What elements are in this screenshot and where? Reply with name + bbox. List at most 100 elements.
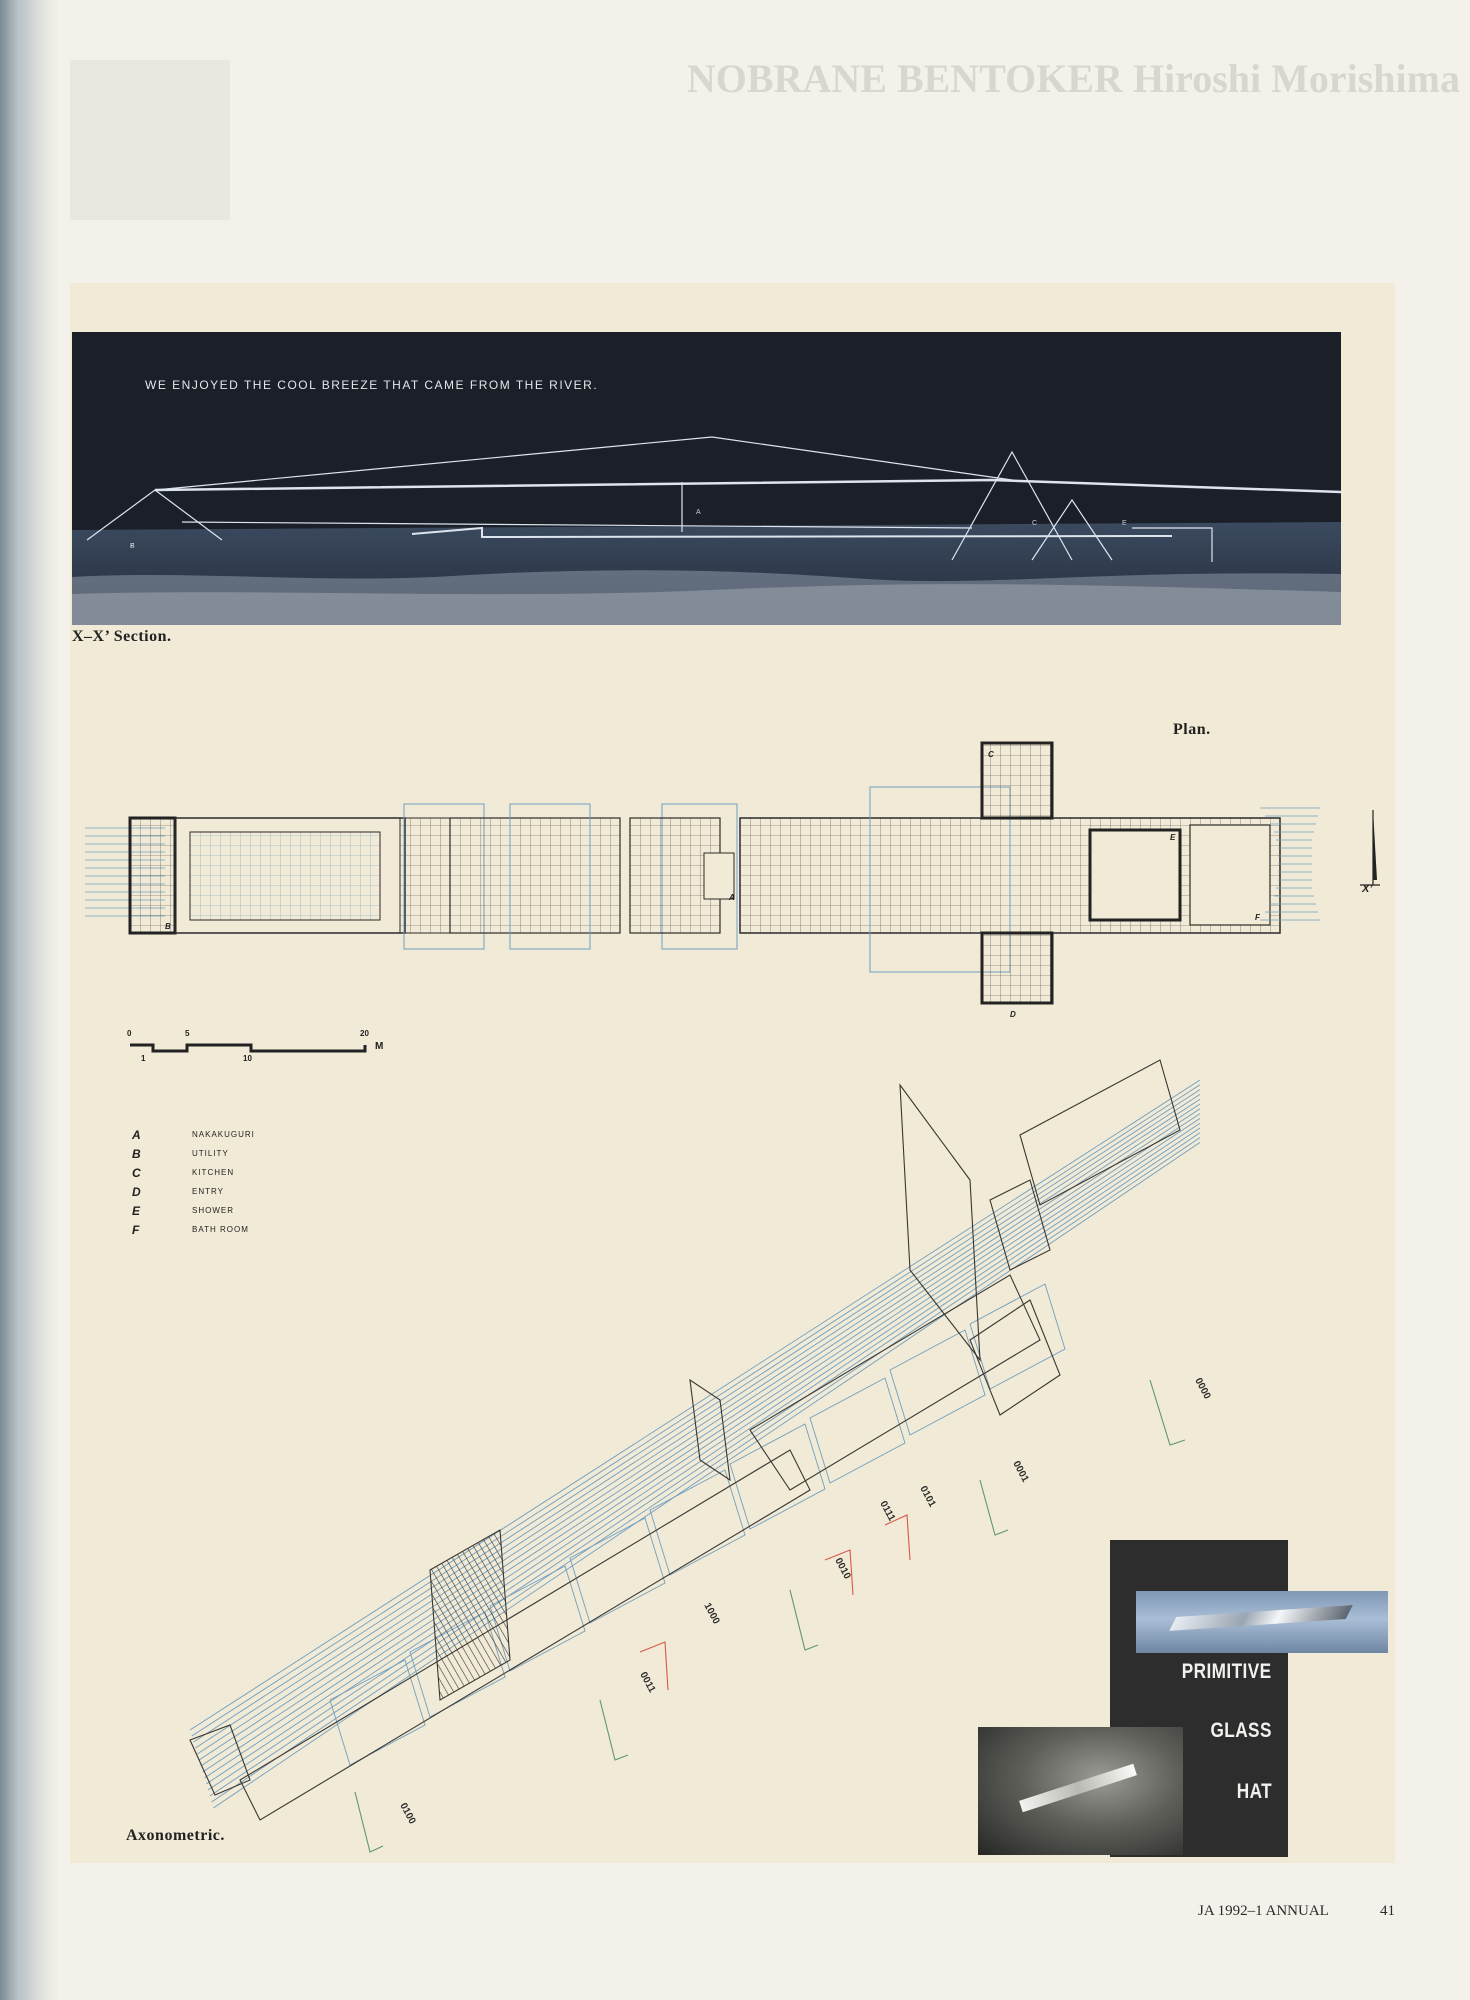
axo-marker-0100 xyxy=(354,1791,384,1853)
section-label: F xyxy=(130,543,134,550)
axo-nakakuguri xyxy=(689,1378,731,1482)
legend-label: SHOWER xyxy=(192,1206,234,1215)
section-title: X–X’ Section. xyxy=(72,628,172,645)
axo-glass-frame xyxy=(569,1517,666,1624)
axo-glass-line xyxy=(204,1118,1201,1779)
scale-tick-label: 1 xyxy=(141,1054,146,1063)
project-title-line: PRIMITIVE xyxy=(1182,1660,1272,1683)
scale-unit: M xyxy=(375,1041,383,1052)
plan-deck-inner xyxy=(189,831,381,921)
section-sand xyxy=(72,584,1341,625)
plan-room-letter: E xyxy=(1170,833,1176,842)
plan-room-letter: D xyxy=(1010,1010,1016,1019)
plan-drawing: A B C D E F X’ xyxy=(85,741,1380,1019)
plan-left-stripes xyxy=(85,827,165,917)
plan-corridor xyxy=(449,817,621,934)
bleed-through-header: NOBRANE BENTOKER Hiroshi Morishima xyxy=(686,56,1460,101)
plan-kitchen xyxy=(980,741,1054,820)
axonometric-title: Axonometric. xyxy=(126,1827,225,1844)
model-photo-bottom xyxy=(978,1727,1183,1855)
axo-code-label: 0011 xyxy=(637,1670,657,1695)
legend-label: KITCHEN xyxy=(192,1168,235,1177)
section-drawing: F A B C E WE ENJOYED THE COOL BREEZE THA… xyxy=(72,332,1341,625)
axo-entry-box xyxy=(969,1299,1061,1416)
axo-code-label: 0000 xyxy=(1192,1376,1212,1401)
legend-row: E SHOWER xyxy=(132,1201,255,1220)
axo-marker-0010 xyxy=(789,1589,819,1651)
axo-glass-frame xyxy=(809,1377,906,1484)
axo-code-label: 0010 xyxy=(832,1556,852,1581)
axo-marker-1000 xyxy=(639,1641,669,1691)
scale-tick-label: 0 xyxy=(127,1029,132,1038)
section-caption: WE ENJOYED THE COOL BREEZE THAT CAME FRO… xyxy=(145,378,599,392)
plan-utility-block xyxy=(128,816,177,935)
axo-stair xyxy=(429,1529,511,1701)
legend-key: D xyxy=(132,1184,141,1199)
legend-label: BATH ROOM xyxy=(192,1225,249,1234)
section-roof-ridge xyxy=(154,436,1013,491)
axo-code-label: 1000 xyxy=(701,1601,721,1626)
section-svg: F A B C E xyxy=(72,436,1341,625)
axo-bath-volume xyxy=(1019,1059,1181,1206)
legend-label: UTILITY xyxy=(192,1149,229,1158)
page-number: 41 xyxy=(1380,1903,1395,1919)
axo-marker-0001 xyxy=(979,1479,1009,1536)
section-bath xyxy=(1132,527,1213,562)
section-label: C xyxy=(1032,520,1037,527)
axo-glass-line xyxy=(196,1098,1201,1755)
section-floor-slab xyxy=(411,526,1173,539)
axo-glass-line xyxy=(205,1122,1201,1785)
axo-glass-frame xyxy=(329,1659,426,1766)
section-floor-line xyxy=(181,521,973,529)
plan-room-letter: F xyxy=(1255,913,1261,922)
plan-section-arrow xyxy=(1373,810,1377,880)
axo-glass-lines xyxy=(189,1079,1201,1809)
model-photo-subject xyxy=(1019,1763,1137,1813)
axo-glass-line xyxy=(207,1127,1201,1791)
publication-name: JA 1992–1 ANNUAL xyxy=(1198,1903,1329,1919)
axo-marker-0011 xyxy=(599,1699,629,1761)
model-photo-top xyxy=(1136,1591,1388,1653)
axo-glass-line xyxy=(213,1142,1201,1809)
axo-glass-line xyxy=(200,1108,1201,1767)
section-label: B xyxy=(130,543,135,550)
plan-section-marker xyxy=(1360,810,1380,886)
bleed-through-block xyxy=(70,60,230,220)
section-right-triangle xyxy=(951,450,1073,561)
axo-glass-line xyxy=(202,1113,1201,1773)
plan-room-letter: B xyxy=(165,922,171,931)
axo-structure xyxy=(189,1059,1181,1821)
axo-marker-0111 xyxy=(824,1549,854,1596)
model-photo-subject xyxy=(1169,1605,1353,1631)
legend-key: A xyxy=(132,1127,141,1142)
section-label: E xyxy=(1122,520,1127,527)
axo-glass-frame xyxy=(729,1423,826,1530)
axo-code-label: 0111 xyxy=(877,1499,897,1523)
axo-marker-0101 xyxy=(884,1514,911,1561)
project-title-line: HAT xyxy=(1236,1780,1272,1803)
axonometric-drawing: 0000 0001 0101 0111 0010 1000 0011 0100 xyxy=(189,1059,1213,1853)
axo-glass-frame xyxy=(889,1329,986,1436)
plan-stair xyxy=(399,817,451,934)
plan-nakakuguri-core xyxy=(703,852,735,900)
scale-bar: 0 5 20 1 10 M xyxy=(127,1029,383,1063)
legend-key: E xyxy=(132,1203,141,1218)
scale-tick-label: 5 xyxy=(185,1029,190,1038)
scale-bar-line xyxy=(130,1043,367,1053)
scale-tick-label: 10 xyxy=(243,1054,252,1063)
axo-glass-line xyxy=(211,1137,1201,1803)
plan-room-letter: A xyxy=(728,893,735,902)
section-roof-line xyxy=(154,478,1341,494)
project-title-line: GLASS xyxy=(1210,1719,1272,1742)
section-riverbed xyxy=(72,570,1341,625)
axo-code-label: 0001 xyxy=(1010,1459,1030,1484)
plan-shower xyxy=(1088,828,1182,922)
axo-code-markers xyxy=(354,1379,1186,1853)
plan-glass-frame xyxy=(509,803,591,950)
plan-right-stripes xyxy=(1260,807,1320,921)
plan-bath-room xyxy=(1189,824,1271,926)
